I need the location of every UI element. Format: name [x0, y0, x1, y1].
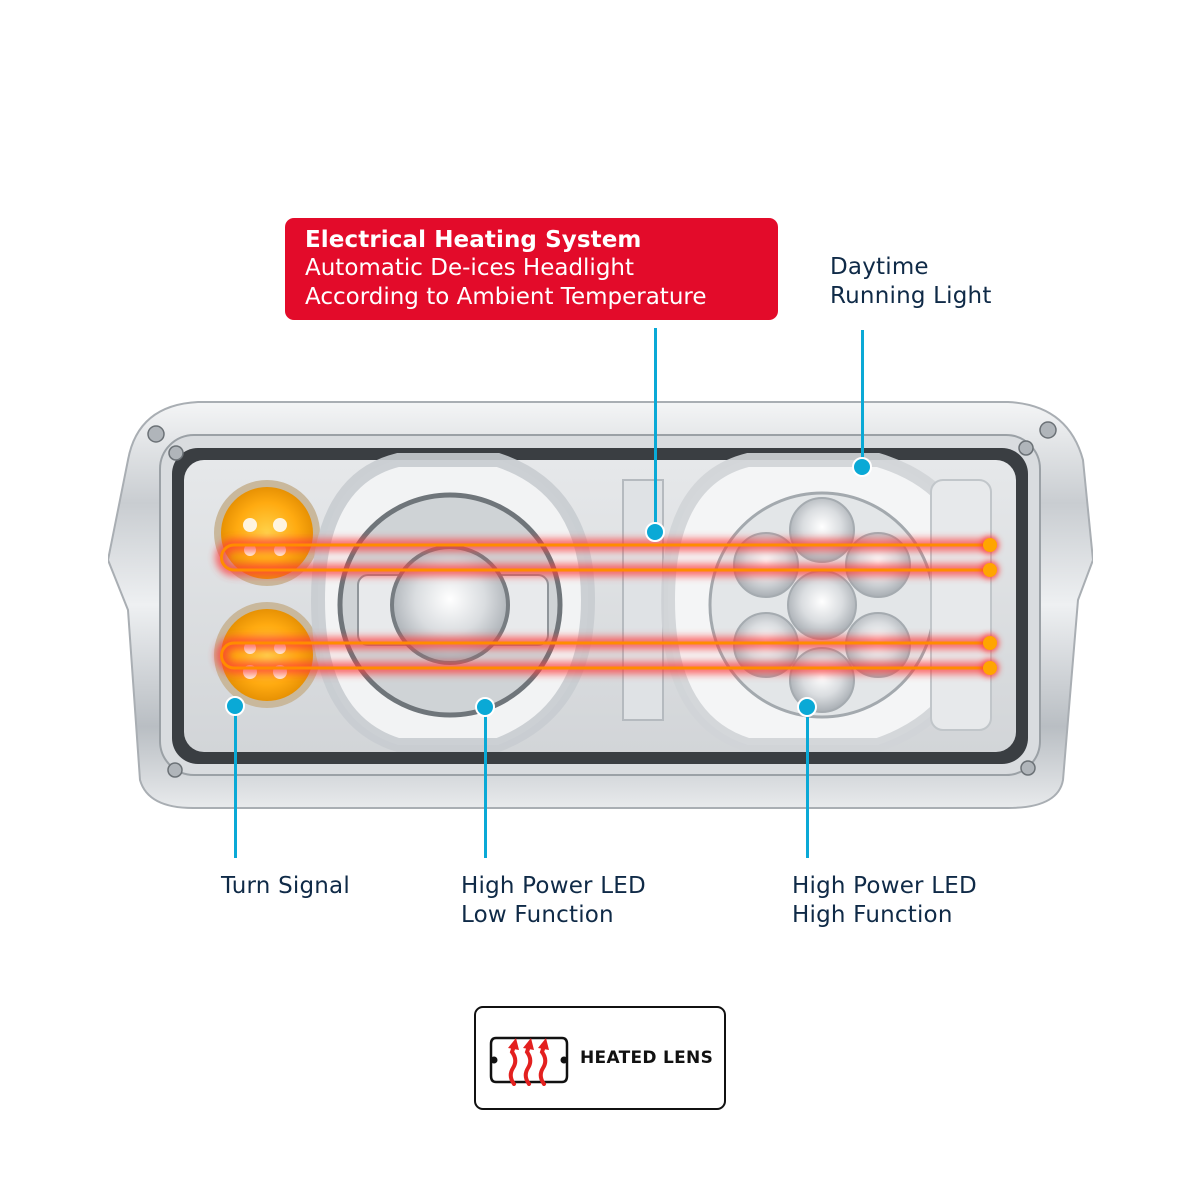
- drl-leader-line: [861, 330, 864, 467]
- heating-leader-line: [654, 328, 657, 532]
- turn-signal-leader-line: [234, 706, 237, 858]
- high-function-label-line-1: High Power LED: [792, 873, 977, 899]
- turn-signal-label: Turn Signal: [221, 872, 350, 901]
- high-function-label: High Power LED High Function: [792, 872, 977, 930]
- low-function-label-line-1: High Power LED: [461, 873, 646, 899]
- heating-wire-terminal: [983, 661, 997, 675]
- high-function-label-line-2: High Function: [792, 902, 953, 928]
- heating-callout-line-2: According to Ambient Temperature: [305, 284, 707, 310]
- drl-label-line-1: Daytime: [830, 254, 929, 280]
- heating-callout-line-1: Automatic De-ices Headlight: [305, 255, 635, 281]
- turn-signal-callout-dot: [225, 696, 245, 716]
- low-function-label: High Power LED Low Function: [461, 872, 646, 930]
- heating-callout-title: Electrical Heating System: [305, 227, 642, 253]
- low-function-label-line-2: Low Function: [461, 902, 614, 928]
- turn-signal-label-line-1: Turn Signal: [221, 873, 350, 899]
- heating-wires: [215, 539, 990, 674]
- heating-system-callout: Electrical Heating System Automatic De-i…: [285, 218, 778, 320]
- headlight-illustration: [108, 401, 1093, 809]
- drl-callout-dot: [852, 457, 872, 477]
- drl-label-line-2: Running Light: [830, 283, 992, 309]
- heating-wire-terminal: [983, 563, 997, 577]
- heating-callout-dot: [645, 522, 665, 542]
- high-function-callout-dot: [797, 697, 817, 717]
- heated-lens-label: HEATED LENS: [580, 1048, 714, 1068]
- heated-lens-badge: HEATED LENS: [474, 1006, 726, 1110]
- low-function-leader-line: [484, 707, 487, 858]
- heating-wire-terminal: [983, 538, 997, 552]
- high-function-leader-line: [806, 707, 809, 858]
- heating-wire-terminal: [983, 636, 997, 650]
- heated-lens-icon: [489, 1036, 569, 1086]
- low-function-callout-dot: [475, 697, 495, 717]
- daytime-running-light-label: Daytime Running Light: [830, 253, 992, 311]
